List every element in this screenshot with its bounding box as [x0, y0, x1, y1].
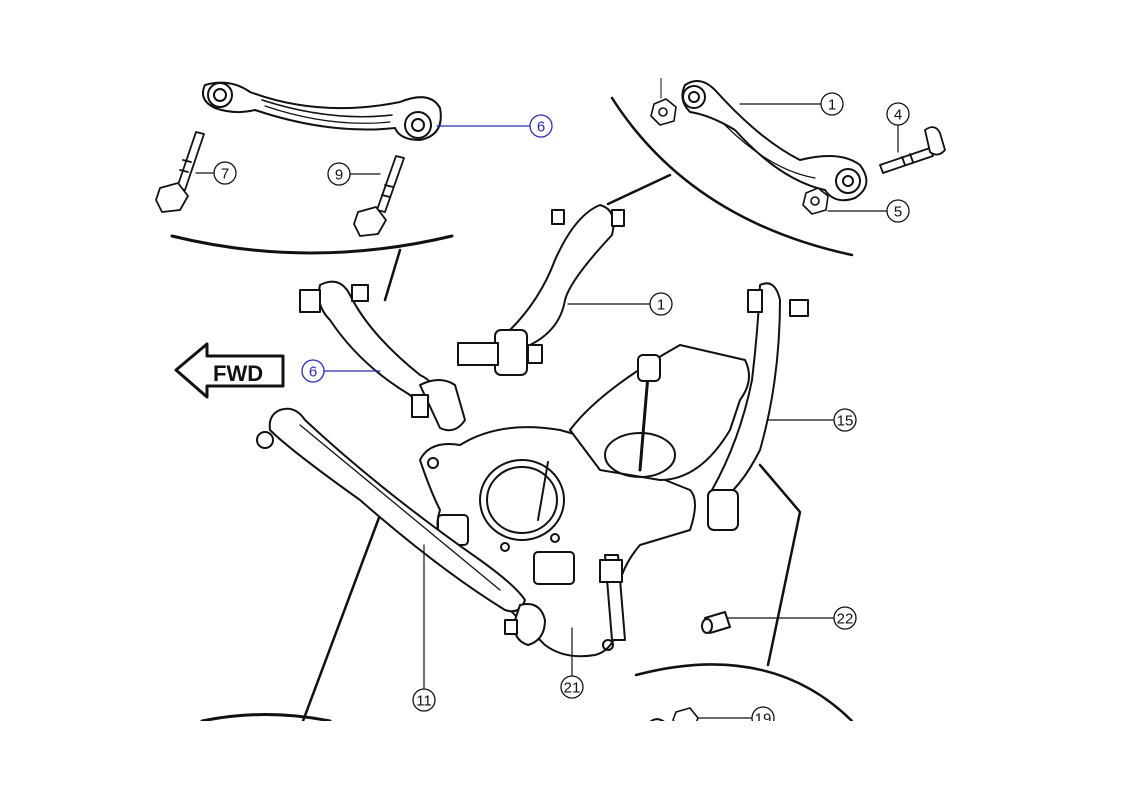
bolt-4	[879, 126, 946, 174]
callout-number: 6	[537, 119, 545, 136]
callout-number: 5	[894, 204, 902, 221]
callout-number: 21	[564, 680, 581, 697]
detail-boundary-top-right	[610, 96, 854, 257]
detail-leader-4	[758, 463, 802, 667]
detail-leader-2	[606, 173, 672, 206]
callout-circle	[560, 675, 584, 699]
callout-number: 1	[657, 297, 665, 314]
callout-circle	[213, 161, 237, 185]
callout-circle	[820, 92, 844, 116]
callout-circle	[412, 688, 436, 712]
callout-number: 6	[309, 364, 317, 381]
callout-19: 19	[751, 706, 775, 728]
detail-boundary-bottom-right	[634, 663, 854, 721]
arm-6	[299, 280, 466, 432]
callout-5: 5	[886, 199, 910, 223]
leader-lines	[195, 103, 899, 719]
bolt-9	[353, 155, 405, 237]
upper-arm-1	[457, 204, 625, 376]
callout-number: 11	[416, 693, 432, 710]
callout-circle	[529, 114, 553, 138]
callout-1: 1	[820, 92, 844, 116]
detail-leader-1	[383, 248, 402, 302]
callout-circle	[886, 199, 910, 223]
callout-number: 22	[837, 611, 854, 628]
callout-15: 15	[833, 408, 857, 432]
callout-4: 4	[886, 102, 910, 126]
callout-number: 1	[828, 97, 836, 114]
callout-circle	[833, 606, 857, 630]
nut-19	[649, 707, 699, 721]
detail-arm-6	[202, 81, 442, 141]
nut-top-detail	[650, 78, 677, 126]
detail-boundary-top-left	[170, 234, 454, 255]
callout-9: 9	[327, 162, 351, 186]
callout-7: 7	[213, 161, 237, 185]
callout-circle	[833, 408, 857, 432]
callout-number: 9	[335, 167, 343, 184]
fwd-arrow	[174, 342, 285, 399]
callout-number: 7	[221, 166, 229, 183]
detail-arm-1	[681, 80, 868, 202]
callout-circle	[649, 292, 673, 316]
callout-6: 6	[529, 114, 553, 138]
detail-boundary-bottom-left	[200, 713, 332, 721]
callout-6: 6	[301, 359, 325, 383]
callout-circle	[751, 706, 775, 721]
spring-seat	[569, 344, 750, 481]
callout-circle	[886, 102, 910, 126]
detail-leader-3	[301, 513, 382, 721]
bolt-7	[155, 131, 205, 213]
bushing-22	[701, 611, 731, 634]
callout-21: 21	[560, 675, 584, 699]
callout-22: 22	[833, 606, 857, 630]
arm-15	[707, 282, 809, 531]
callout-circle	[301, 359, 325, 383]
callouts: 1 4 5 6 7 9 1 6 15 22 11 21 19	[213, 92, 910, 728]
fwd-label: FWD	[213, 361, 263, 386]
callout-1: 1	[649, 292, 673, 316]
callout-number: 4	[894, 107, 902, 124]
callout-11: 11	[412, 688, 436, 712]
callout-circle	[327, 162, 351, 186]
lower-arm-11	[256, 407, 546, 646]
callout-number: 15	[837, 413, 854, 430]
toe-link	[599, 554, 626, 641]
nut-5-detail	[802, 187, 829, 215]
callout-number: 19	[755, 711, 772, 728]
